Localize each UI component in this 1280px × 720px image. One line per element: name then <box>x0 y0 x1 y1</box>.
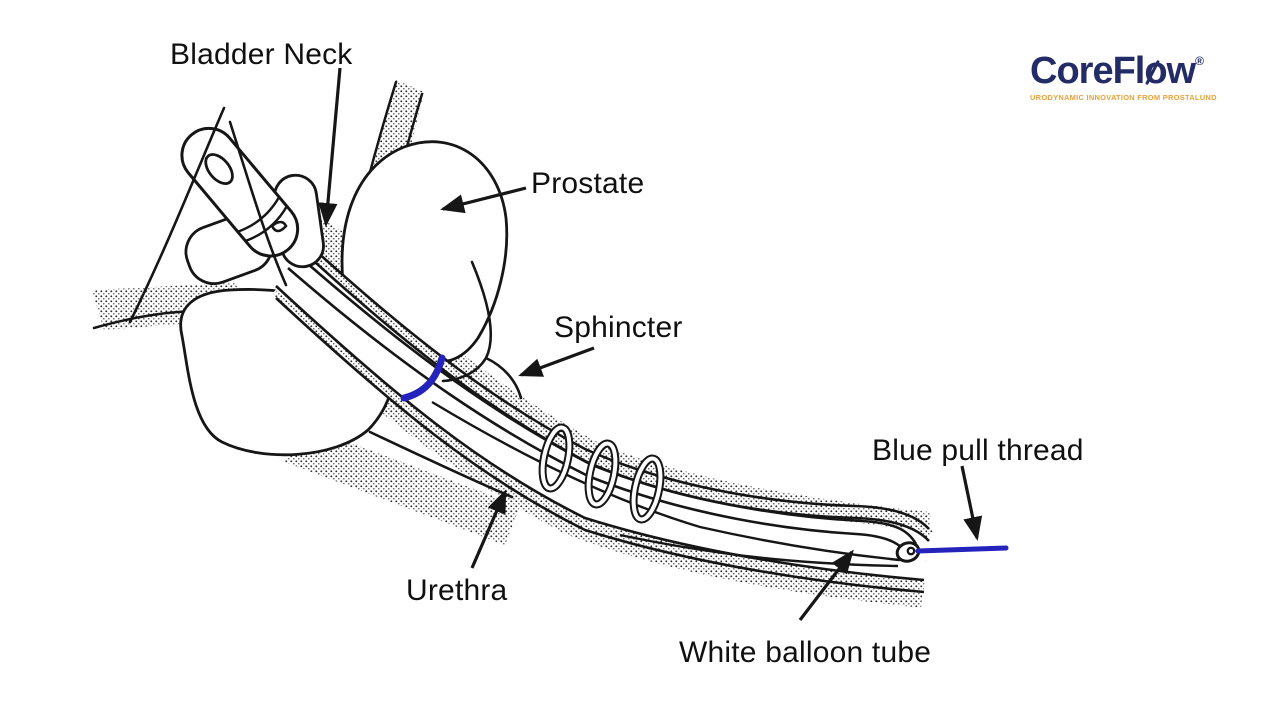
blue-pull-thread-line <box>915 545 1009 554</box>
arrow-blue-pull-thread <box>960 465 983 541</box>
label-arrows <box>318 67 983 621</box>
blue-marker-band <box>400 354 446 402</box>
catheter-tip-capsule <box>180 126 300 258</box>
arrow-bladder-neck <box>318 67 342 227</box>
coil-loops <box>538 423 665 524</box>
registered-mark: ® <box>1195 54 1204 68</box>
label-bladder-neck: Bladder Neck <box>170 38 353 71</box>
coil-loop <box>538 423 574 493</box>
coreflow-wordmark: CoreFlow <box>1030 50 1196 92</box>
arrow-urethra <box>470 489 507 569</box>
bladder-funnel-lines <box>128 106 288 324</box>
coreflow-tagline: URODYNAMIC INNOVATION FROM PROSTALUND <box>1030 93 1217 102</box>
label-white-balloon-tube: White balloon tube <box>679 636 932 669</box>
arrow-prostate <box>440 186 527 214</box>
label-prostate: Prostate <box>531 167 645 200</box>
capsule-drainage-hole <box>204 153 234 185</box>
coil-loop <box>584 439 620 509</box>
label-blue-pull-thread: Blue pull thread <box>872 434 1084 467</box>
arrow-white-balloon-tube <box>798 549 854 621</box>
coil-loop <box>629 454 665 524</box>
arrow-sphincter <box>518 346 595 377</box>
coreflow-logo: CoreFlow® URODYNAMIC INNOVATION FROM PRO… <box>1030 52 1230 102</box>
label-sphincter: Sphincter <box>554 311 683 344</box>
label-urethra: Urethra <box>406 574 508 607</box>
